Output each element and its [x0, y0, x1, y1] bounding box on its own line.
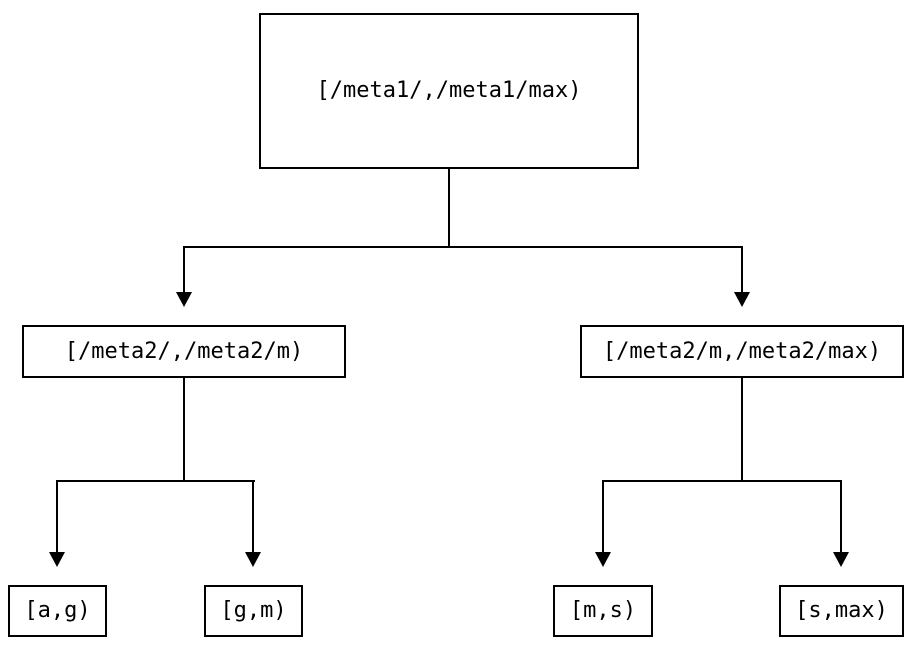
tree-node-leaf-smax-label: [s,max) — [795, 598, 888, 623]
connector-root-crossbar — [183, 246, 743, 248]
tree-node-leaf-ms-label: [m,s) — [569, 598, 637, 623]
connector-right-drop-left — [602, 480, 604, 553]
arrow-down-icon — [595, 552, 611, 567]
tree-node-leaf-gm-label: [g,m) — [220, 598, 287, 623]
arrow-down-icon — [833, 552, 849, 567]
connector-root-drop-left — [183, 246, 185, 293]
arrow-down-icon — [49, 552, 65, 567]
connector-left-crossbar — [56, 480, 255, 482]
tree-node-root-label: [/meta1/,/meta1/max) — [316, 78, 582, 103]
connector-root-stem — [448, 169, 450, 248]
tree-node-child-left: [/meta2/,/meta2/m) — [22, 325, 346, 378]
connector-left-stem — [183, 378, 185, 482]
tree-node-leaf-ag-label: [a,g) — [24, 598, 91, 623]
tree-node-leaf-smax: [s,max) — [779, 585, 904, 637]
arrow-down-icon — [245, 552, 261, 567]
arrow-down-icon — [734, 292, 750, 307]
connector-left-drop-left — [56, 480, 58, 553]
tree-node-leaf-ag: [a,g) — [8, 585, 107, 637]
tree-node-child-right: [/meta2/m,/meta2/max) — [580, 325, 904, 378]
tree-node-root: [/meta1/,/meta1/max) — [259, 13, 639, 169]
connector-right-drop-right — [840, 480, 842, 553]
tree-node-leaf-gm: [g,m) — [204, 585, 303, 637]
connector-root-drop-right — [741, 246, 743, 293]
tree-node-child-left-label: [/meta2/,/meta2/m) — [64, 338, 304, 364]
connector-right-crossbar — [602, 480, 842, 482]
connector-right-stem — [741, 378, 743, 482]
arrow-down-icon — [176, 292, 192, 307]
connector-left-drop-right — [252, 480, 254, 553]
tree-node-leaf-ms: [m,s) — [553, 585, 653, 637]
tree-node-child-right-label: [/meta2/m,/meta2/max) — [602, 338, 882, 364]
